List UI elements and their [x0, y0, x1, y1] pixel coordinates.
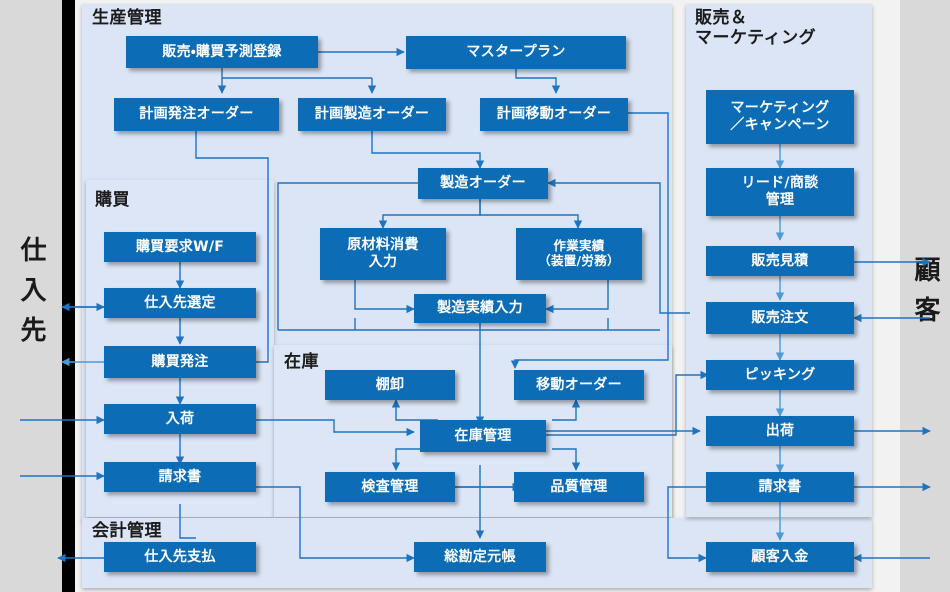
box-quality-management[interactable]: 品質管理 [514, 472, 644, 502]
box-sales-order[interactable]: 販売注文 [706, 302, 854, 334]
box-picking[interactable]: ピッキング [706, 360, 854, 390]
box-customer-payment[interactable]: 顧客入金 [706, 542, 854, 572]
box-purchase-invoice[interactable]: 請求書 [104, 462, 256, 492]
box-inventory-management[interactable]: 在庫管理 [420, 420, 546, 452]
box-purchase-request-wf[interactable]: 購買要求W/F [104, 232, 256, 262]
supplier-label: 仕入先 [16, 236, 46, 356]
box-goods-receipt[interactable]: 入荷 [104, 404, 256, 434]
box-planned-manufacturing-order[interactable]: 計画製造オーダー [298, 98, 446, 131]
box-production-result-input[interactable]: 製造実績入力 [414, 294, 546, 323]
box-shipping[interactable]: 出荷 [706, 416, 854, 446]
box-general-ledger[interactable]: 総勘定元帳 [414, 542, 546, 572]
customer-column: 顧客 [900, 0, 950, 592]
box-planned-purchase-order[interactable]: 計画発注オーダー [114, 98, 279, 131]
box-work-result[interactable]: 作業実績 （装置/労務） [516, 228, 642, 280]
box-marketing-campaign[interactable]: マーケティング ／キャンペーン [706, 90, 854, 144]
box-forecast-registration[interactable]: 販売・購買予測登録 [126, 36, 318, 68]
panel-accounting-title: 会計管理 [92, 521, 162, 541]
box-sales-invoice[interactable]: 請求書 [706, 472, 854, 502]
box-supplier-selection[interactable]: 仕入先選定 [104, 288, 256, 318]
box-inspection-management[interactable]: 検査管理 [325, 472, 455, 502]
panel-inventory-title: 在庫 [284, 352, 319, 372]
customer-label: 顧客 [910, 256, 940, 336]
supplier-column: 仕入先 [0, 0, 62, 592]
box-transfer-order[interactable]: 移動オーダー [514, 370, 644, 400]
box-sales-quotation[interactable]: 販売見積 [706, 246, 854, 276]
box-stocktaking[interactable]: 棚卸 [325, 370, 455, 400]
box-planned-transfer-order[interactable]: 計画移動オーダー [480, 98, 628, 131]
box-lead-opportunity[interactable]: リード/商談 管理 [706, 168, 854, 216]
box-master-plan[interactable]: マスタープラン [406, 36, 626, 69]
panel-sales-title: 販売＆ マーケティング [695, 8, 817, 49]
box-manufacturing-order[interactable]: 製造オーダー [418, 168, 548, 199]
panel-production-title: 生産管理 [92, 8, 162, 28]
panel-purchasing-title: 購買 [95, 190, 130, 210]
box-purchase-order[interactable]: 購買発注 [104, 346, 256, 378]
box-material-consumption-input[interactable]: 原材料消費 入力 [320, 228, 446, 280]
box-supplier-payment[interactable]: 仕入先支払 [104, 542, 256, 572]
